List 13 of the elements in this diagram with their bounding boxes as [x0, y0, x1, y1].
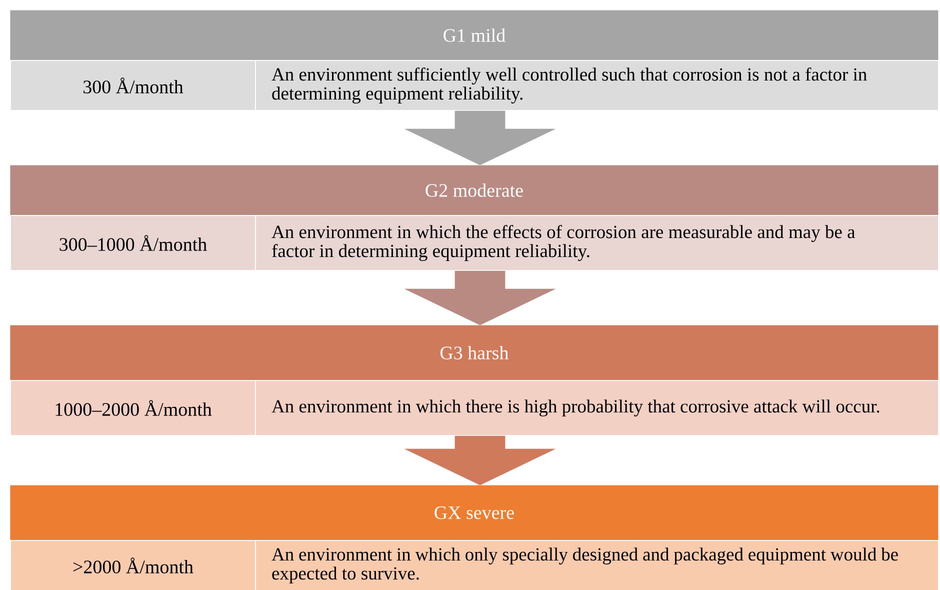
node-label: >2000 Å/month: [73, 558, 194, 574]
category-header: G3 harsh: [10, 325, 938, 380]
block-arrow: [404, 110, 556, 166]
category-header: G1 mild: [10, 10, 938, 60]
rate-cell: >2000 Å/month: [10, 540, 256, 590]
rate-cell: 1000–2000 Å/month: [10, 380, 256, 436]
rate-cell: 300–1000 Å/month: [10, 215, 256, 271]
rate-cell: 300 Å/month: [10, 60, 256, 111]
block-arrow: [404, 270, 556, 326]
category-header: GX severe: [10, 485, 938, 540]
category-header: G2 moderate: [10, 165, 938, 216]
node-label: An environment in which only specially designed and packaged equipment would be expected to survive.: [272, 548, 898, 584]
block-arrow: [404, 436, 556, 486]
